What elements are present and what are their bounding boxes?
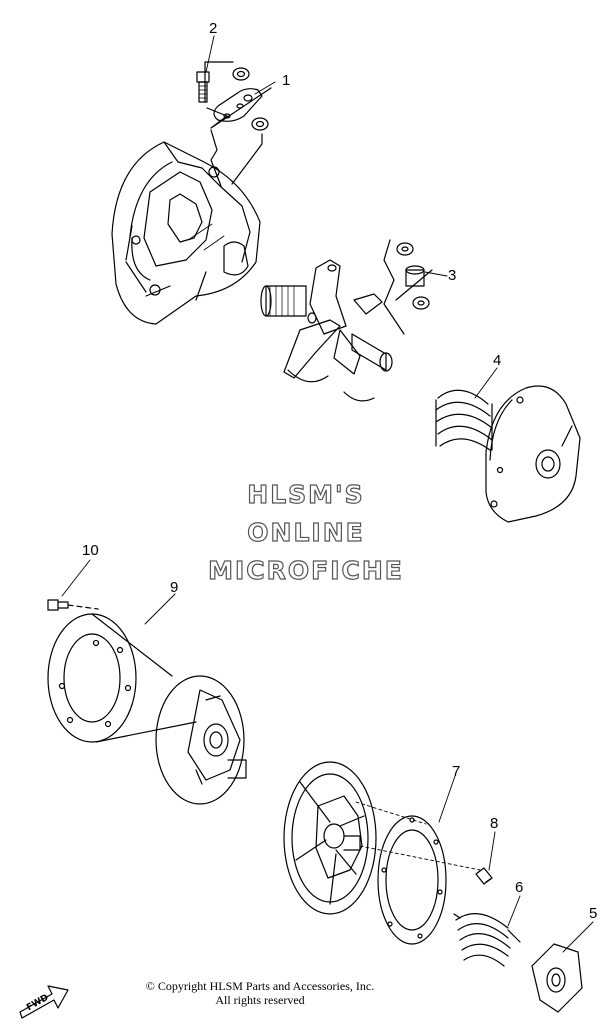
part-1-bracket-assembly bbox=[196, 61, 272, 187]
callout-leaders bbox=[61, 35, 594, 953]
fwd-arrow-icon bbox=[19, 985, 69, 1019]
fixed-sheave-assembly bbox=[47, 599, 247, 805]
callout-6: 6 bbox=[515, 879, 524, 896]
callout-8: 8 bbox=[490, 815, 499, 832]
secondary-sheave-assembly bbox=[283, 761, 583, 1013]
watermark-line-1: HLSM'S bbox=[247, 479, 365, 509]
callout-1: 1 bbox=[282, 72, 291, 89]
callout-5: 5 bbox=[589, 905, 598, 922]
primary-spring-and-cover bbox=[435, 385, 581, 523]
callout-7: 7 bbox=[452, 763, 461, 780]
callout-4: 4 bbox=[493, 352, 502, 369]
movable-sheave bbox=[111, 141, 261, 325]
watermark-line-3: MICROFICHE bbox=[208, 555, 404, 585]
spider-hub bbox=[260, 239, 433, 402]
copyright-line-1: © Copyright HLSM Parts and Accessories, … bbox=[145, 979, 375, 993]
copyright-notice: © Copyright HLSM Parts and Accessories, … bbox=[90, 979, 430, 1007]
callout-2: 2 bbox=[209, 20, 218, 37]
callout-10: 10 bbox=[82, 542, 99, 559]
callout-3: 3 bbox=[448, 267, 457, 284]
copyright-line-2: All rights reserved bbox=[215, 993, 305, 1007]
watermark-line-2: ONLINE bbox=[247, 517, 365, 547]
callout-9: 9 bbox=[170, 579, 179, 596]
